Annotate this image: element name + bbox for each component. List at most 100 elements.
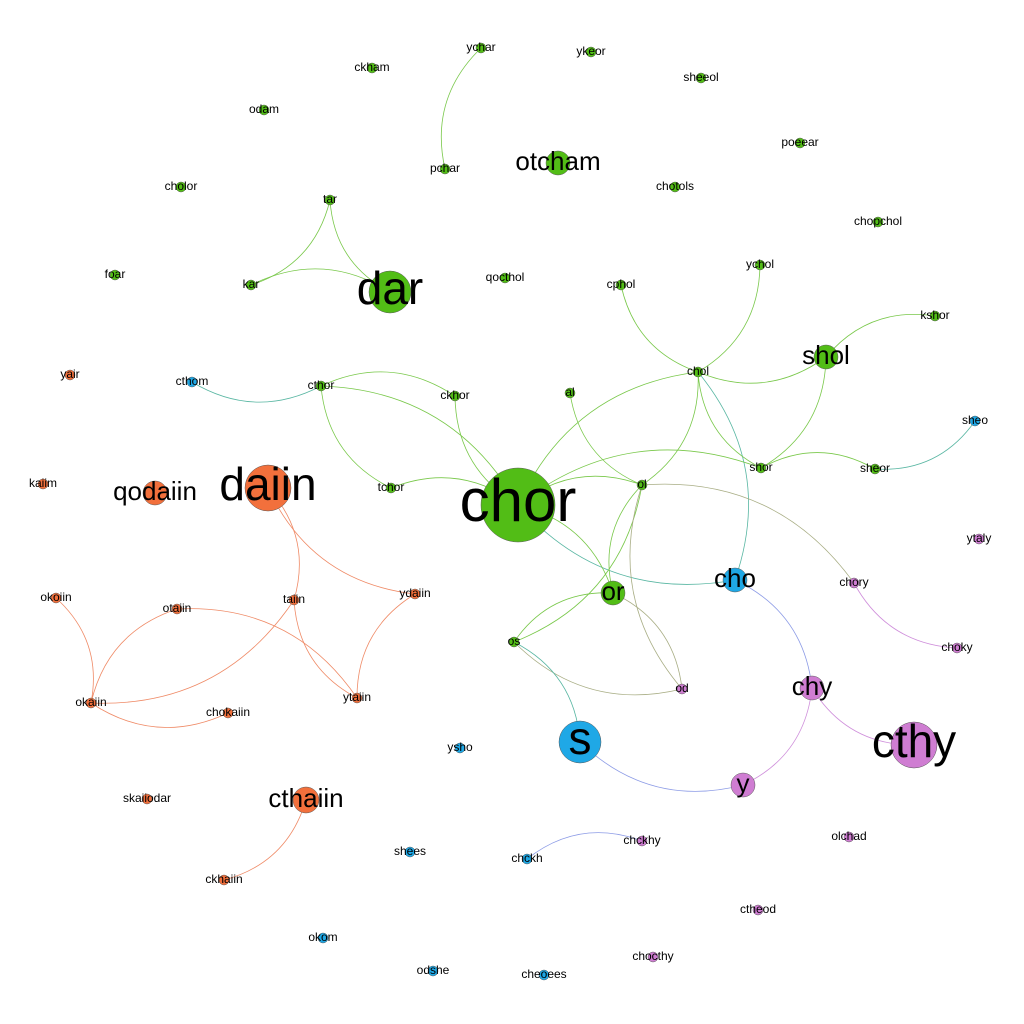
- node-label-cheoees: cheoees: [521, 967, 566, 981]
- node-label-okom: okom: [308, 930, 337, 944]
- node-sheo[interactable]: [969, 415, 981, 427]
- node-otcham[interactable]: [545, 150, 571, 176]
- node-ytaly[interactable]: [973, 533, 985, 545]
- node-cthaiin[interactable]: [292, 786, 320, 814]
- node-al[interactable]: [564, 387, 576, 399]
- node-label-skaiiodar: skaiiodar: [123, 791, 171, 805]
- node-label-yair: yair: [60, 367, 79, 381]
- node-label-chokaiin: chokaiin: [206, 705, 250, 719]
- node-cthy[interactable]: [890, 721, 938, 769]
- node-odam[interactable]: [258, 104, 270, 116]
- node-chol[interactable]: [692, 366, 704, 378]
- node-ckham[interactable]: [366, 62, 378, 74]
- node-chory[interactable]: [848, 577, 860, 589]
- node-kaiim[interactable]: [37, 478, 49, 490]
- edge-shol-shor: [760, 356, 827, 469]
- node-tar[interactable]: [324, 194, 336, 206]
- node-label-sheor: sheor: [860, 461, 890, 475]
- node-chckhy[interactable]: [636, 835, 648, 847]
- node-pchar[interactable]: [439, 163, 451, 175]
- node-ckhor[interactable]: [449, 390, 461, 402]
- node-label-tchor: tchor: [378, 480, 405, 494]
- node-kshor[interactable]: [929, 310, 941, 322]
- node-s[interactable]: [558, 720, 602, 764]
- node-daiin[interactable]: [244, 464, 292, 512]
- node-chckh[interactable]: [521, 853, 533, 865]
- node-y[interactable]: [730, 772, 756, 798]
- node-label-daiin: daiin: [219, 458, 316, 510]
- node-cphol[interactable]: [615, 279, 627, 291]
- node-cholor[interactable]: [175, 181, 187, 193]
- node-label-os: os: [508, 634, 521, 648]
- node-ychol[interactable]: [754, 259, 766, 271]
- node-odshe[interactable]: [427, 965, 439, 977]
- node-yair[interactable]: [64, 369, 76, 381]
- node-chor[interactable]: [480, 467, 556, 543]
- edge-okaiin-chokaiin: [90, 702, 229, 728]
- node-shol[interactable]: [813, 344, 839, 370]
- node-chopchol[interactable]: [872, 216, 884, 228]
- node-chy[interactable]: [799, 675, 825, 701]
- edge-s-y: [579, 741, 744, 792]
- node-olchad[interactable]: [843, 831, 855, 843]
- node-choky[interactable]: [951, 642, 963, 654]
- node-shor[interactable]: [755, 462, 767, 474]
- node-okoiin[interactable]: [50, 592, 62, 604]
- edge-chol-shol: [697, 356, 827, 384]
- node-chotols[interactable]: [669, 181, 681, 193]
- node-okaiin[interactable]: [85, 697, 97, 709]
- edge-daiin-ydaiin: [267, 487, 416, 595]
- node-dar[interactable]: [368, 270, 412, 314]
- node-label-taiin: taiin: [283, 592, 305, 606]
- node-otaiin[interactable]: [171, 603, 183, 615]
- edge-ydaiin-ytaiin: [356, 593, 416, 699]
- edge-ol-od: [629, 484, 683, 690]
- node-poeear[interactable]: [794, 137, 806, 149]
- node-ytaiin[interactable]: [351, 692, 363, 704]
- node-shees[interactable]: [404, 846, 416, 858]
- node-qocthol[interactable]: [499, 272, 511, 284]
- node-label-s: s: [569, 712, 592, 764]
- node-ykeor[interactable]: [585, 46, 597, 58]
- node-label-tar: tar: [323, 192, 337, 206]
- node-foar[interactable]: [109, 269, 121, 281]
- node-sheor[interactable]: [869, 463, 881, 475]
- node-od[interactable]: [676, 683, 688, 695]
- node-ol[interactable]: [636, 479, 648, 491]
- node-chocthy[interactable]: [647, 951, 659, 963]
- nodes-layer: [37, 42, 985, 981]
- node-ckhaiin[interactable]: [218, 874, 230, 886]
- node-label-chory: chory: [839, 575, 868, 589]
- node-qodaiin[interactable]: [142, 480, 168, 506]
- node-or[interactable]: [600, 580, 626, 606]
- node-skaiiodar[interactable]: [141, 793, 153, 805]
- node-sheeol[interactable]: [695, 72, 707, 84]
- node-taiin[interactable]: [288, 594, 300, 606]
- node-cthor[interactable]: [315, 380, 327, 392]
- edge-kshor-shol: [825, 313, 936, 358]
- node-ctheod[interactable]: [752, 904, 764, 916]
- node-okom[interactable]: [317, 932, 329, 944]
- node-label-kshor: kshor: [920, 308, 949, 322]
- node-ydaiin[interactable]: [409, 588, 421, 600]
- node-tchor[interactable]: [385, 482, 397, 494]
- node-label-olchad: olchad: [831, 829, 866, 843]
- edge-cthom-cthor: [191, 381, 322, 403]
- edge-cthor-ckhor: [320, 371, 456, 397]
- node-label-chocthy: chocthy: [632, 949, 673, 963]
- node-label-od: od: [675, 681, 688, 695]
- node-ychar[interactable]: [475, 42, 487, 54]
- node-kar[interactable]: [245, 279, 257, 291]
- node-ysho[interactable]: [454, 742, 466, 754]
- node-label-chor: chor: [460, 467, 577, 534]
- node-os[interactable]: [508, 636, 520, 648]
- node-chokaiin[interactable]: [222, 707, 234, 719]
- edge-tar-kar: [250, 199, 331, 286]
- node-cho[interactable]: [722, 567, 748, 593]
- node-label-qodaiin: qodaiin: [113, 476, 197, 506]
- node-cheoees[interactable]: [538, 969, 550, 981]
- node-cthom[interactable]: [186, 376, 198, 388]
- edge-otaiin-okaiin: [90, 608, 178, 704]
- edge-cthor-tchor: [320, 385, 392, 489]
